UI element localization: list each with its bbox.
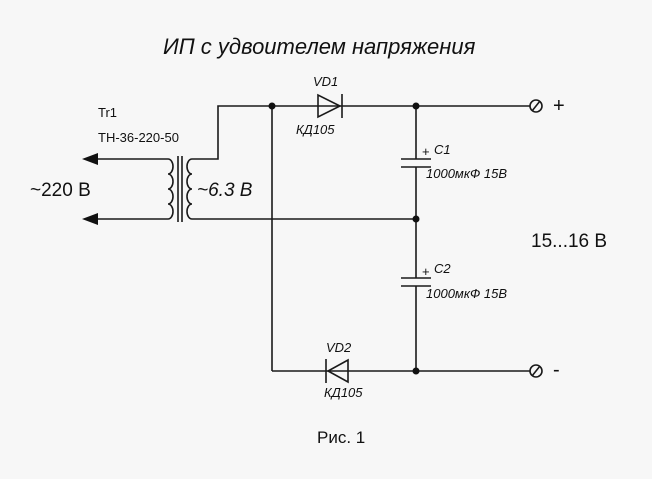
c1-value: 1000мкФ 15В: [426, 166, 507, 181]
arrow-left-icon: [82, 153, 98, 165]
vd2-part: КД105: [324, 385, 363, 400]
diode-vd2: [325, 358, 349, 384]
minus-label: -: [553, 359, 560, 381]
plus-label: +: [553, 95, 565, 117]
terminal-plus: [529, 99, 543, 113]
terminal-minus: [529, 364, 543, 378]
output-voltage-label: 15...16 В: [531, 231, 607, 252]
vd1-ref: VD1: [313, 74, 338, 89]
junction-dot: [412, 367, 420, 375]
transformer-symbol: [167, 156, 193, 222]
primary-voltage-label: ~220 В: [30, 180, 91, 201]
transformer-ref: Tr1: [98, 105, 117, 120]
secondary-voltage-label: ~6.3 В: [197, 180, 253, 201]
capacitor-c2: [401, 277, 431, 287]
terminal-circle-icon: [529, 99, 543, 113]
wires: [192, 105, 530, 372]
junction-dot: [412, 102, 420, 110]
c1-polarity: +: [422, 144, 430, 159]
vd1-part: КД105: [296, 122, 335, 137]
vd2-ref: VD2: [326, 340, 352, 355]
transformer-model: ТН-36-220-50: [98, 130, 179, 145]
capacitor-c1: [401, 158, 431, 168]
c1-ref: C1: [434, 142, 451, 157]
c2-polarity: +: [422, 264, 430, 279]
junction-dot: [412, 215, 420, 223]
c2-value: 1000мкФ 15В: [426, 286, 507, 301]
diode-vd1: [317, 93, 343, 119]
primary-leads: [82, 153, 168, 225]
figure-caption: Рис. 1: [317, 428, 365, 447]
arrow-left-icon: [82, 213, 98, 225]
c2-ref: C2: [434, 261, 451, 276]
junction-dot: [268, 102, 276, 110]
diagram-title: ИП с удвоителем напряжения: [163, 34, 476, 59]
terminal-circle-icon: [529, 364, 543, 378]
